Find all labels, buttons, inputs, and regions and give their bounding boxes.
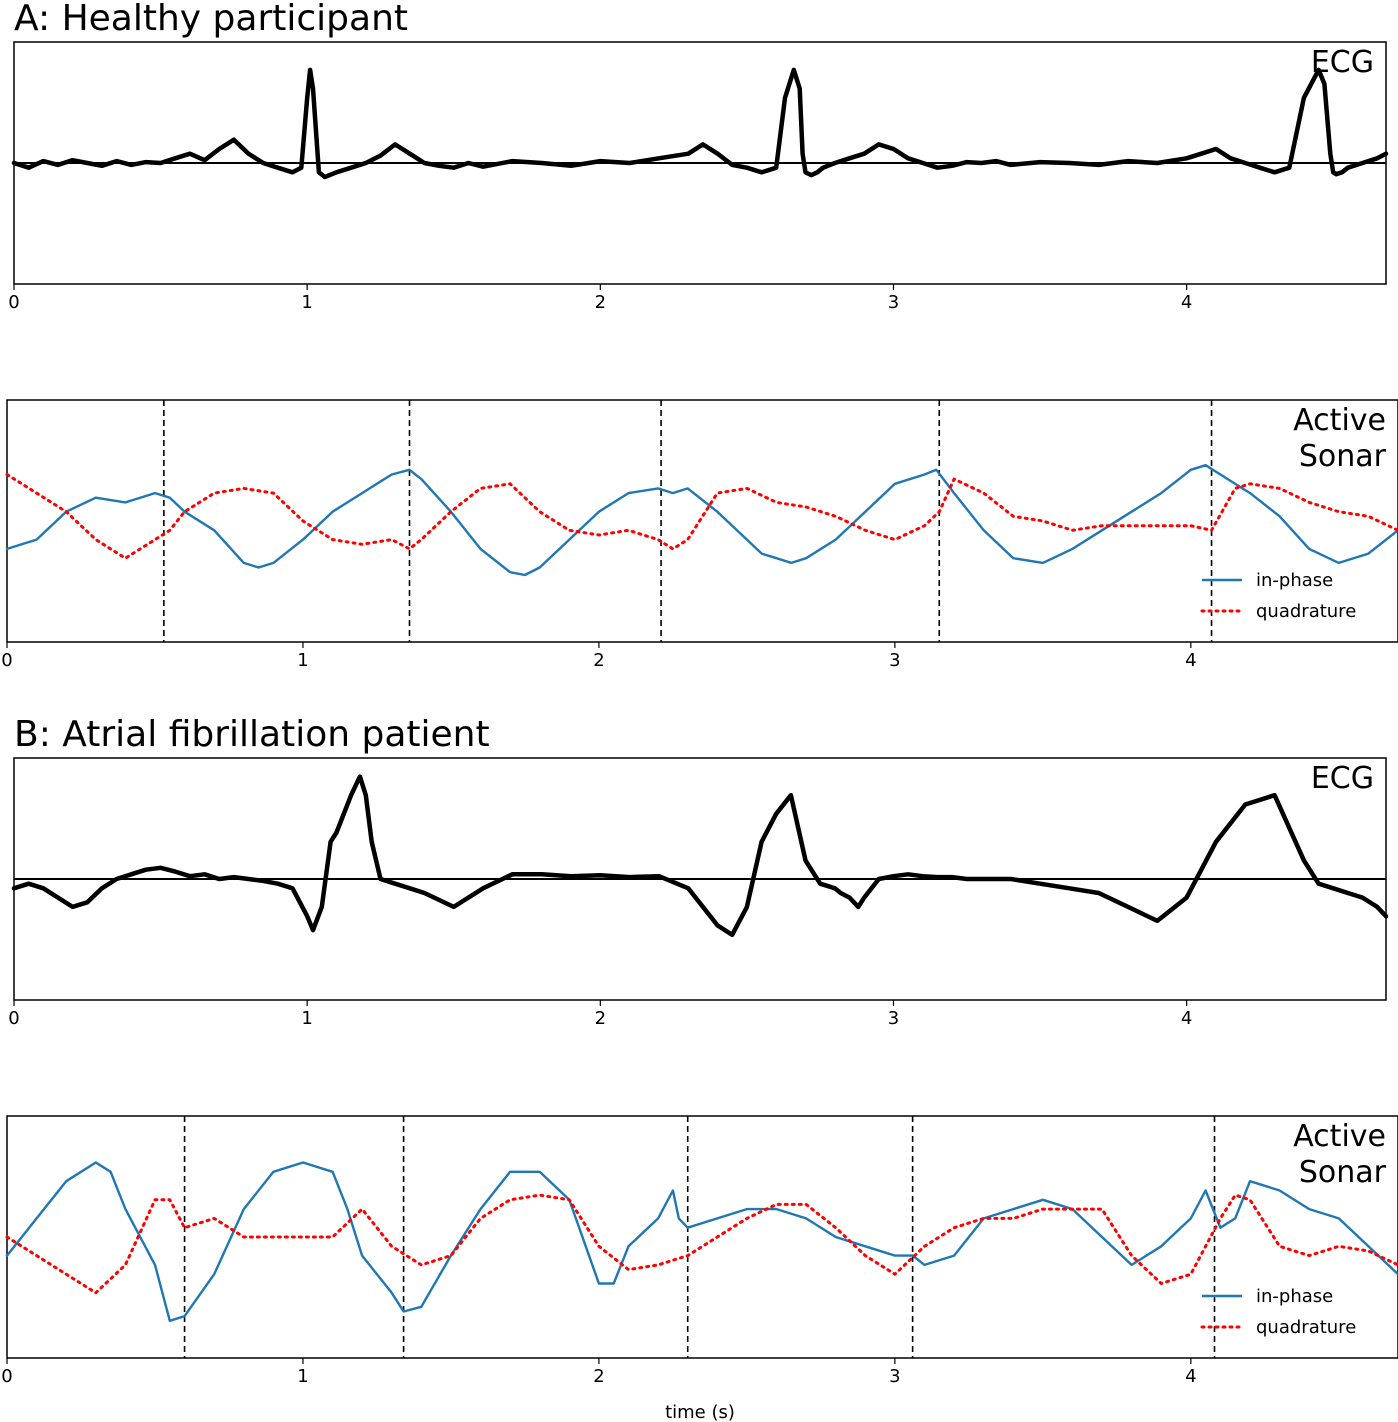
x-tick-label: 0 xyxy=(8,292,19,313)
x-tick-label: 4 xyxy=(1181,292,1192,313)
plot-frame xyxy=(6,399,1398,643)
x-tick-label: 2 xyxy=(595,1008,606,1029)
panel-signal-label: Sonar xyxy=(1299,1155,1387,1190)
x-tick-label: 3 xyxy=(889,650,900,671)
ecg-trace xyxy=(11,67,1389,180)
ecg-trace xyxy=(11,774,1389,938)
in-phase-series-line xyxy=(5,1161,1398,1323)
panel-signal-label: Active xyxy=(1293,403,1386,438)
x-tick-label: 2 xyxy=(593,1366,604,1387)
plot-frame xyxy=(6,1115,1398,1359)
quadrature-series-line xyxy=(5,473,1398,560)
x-tick-label: 4 xyxy=(1181,1008,1192,1029)
x-tick-label: 1 xyxy=(301,1008,312,1029)
panel-signal-label: Sonar xyxy=(1299,439,1387,474)
x-tick-label: 3 xyxy=(889,1366,900,1387)
A-ecg-chart: 0 1 2 3 4 ECG xyxy=(8,41,1389,313)
x-tick-label: 3 xyxy=(888,1008,899,1029)
x-tick-label: 0 xyxy=(8,1008,19,1029)
x-tick-label: 4 xyxy=(1185,1366,1196,1387)
quadrature-series-line xyxy=(5,1193,1398,1295)
panel-a-title: A: Healthy participant xyxy=(14,0,408,39)
legend-entry: quadrature xyxy=(1256,1317,1356,1338)
in-phase-series-line xyxy=(5,464,1398,577)
x-tick-label: 2 xyxy=(595,292,606,313)
x-tick-label: 3 xyxy=(888,292,899,313)
x-tick-label: 2 xyxy=(593,650,604,671)
x-tick-label: 4 xyxy=(1185,650,1196,671)
panel-signal-label: ECG xyxy=(1311,761,1374,796)
x-axis-label: time (s) xyxy=(665,1402,735,1422)
x-tick-label: 1 xyxy=(301,292,312,313)
x-tick-label: 0 xyxy=(1,1366,12,1387)
panel-signal-label: Active xyxy=(1293,1119,1386,1154)
legend-entry: quadrature xyxy=(1256,601,1356,622)
x-tick-label: 1 xyxy=(297,1366,308,1387)
legend-entry: in-phase xyxy=(1256,1286,1333,1307)
B-ecg-chart: 0 1 2 3 4 ECG xyxy=(8,757,1389,1029)
panel-b-title: B: Atrial fibrillation patient xyxy=(14,714,490,755)
x-tick-label: 0 xyxy=(1,650,12,671)
legend-entry: in-phase xyxy=(1256,570,1333,591)
panel-signal-label: ECG xyxy=(1311,45,1374,80)
x-tick-label: 1 xyxy=(297,650,308,671)
